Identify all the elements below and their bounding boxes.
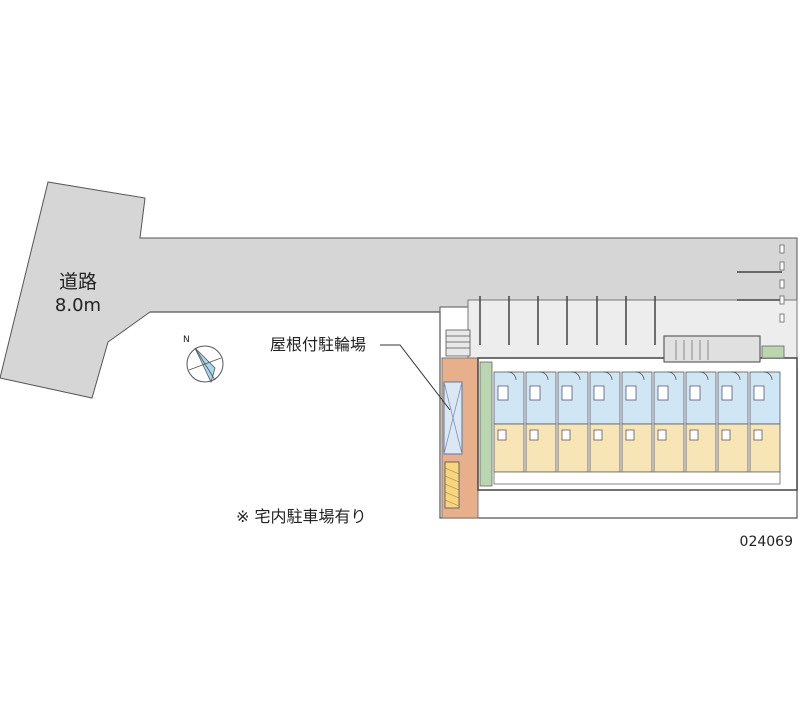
staircase-steps <box>675 340 709 360</box>
parking-stalls <box>479 271 782 345</box>
building-corridor <box>479 361 493 487</box>
road-name: 道路 <box>59 271 97 293</box>
bicycle-parking-marks <box>443 381 463 455</box>
unit-doors <box>507 371 773 381</box>
balcony-strip <box>493 471 781 485</box>
compass-icon <box>186 345 224 384</box>
unit-bottom <box>749 423 781 473</box>
note-text: ※ 宅内駐車場有り <box>236 507 367 526</box>
staircase-annex <box>663 335 761 363</box>
planter <box>761 345 785 359</box>
storage-box-hatch <box>444 467 460 507</box>
bicycle-parking-label: 屋根付駐輪場 <box>270 335 366 354</box>
compass-north-label: N <box>183 335 190 345</box>
bicycle-parking-leader <box>380 344 451 411</box>
entrance-steps <box>445 329 471 357</box>
road-width: 8.0m <box>55 295 101 316</box>
parking-end-marks <box>779 244 785 323</box>
property-code: 024069 <box>740 534 793 550</box>
unit-fixtures <box>497 385 765 441</box>
